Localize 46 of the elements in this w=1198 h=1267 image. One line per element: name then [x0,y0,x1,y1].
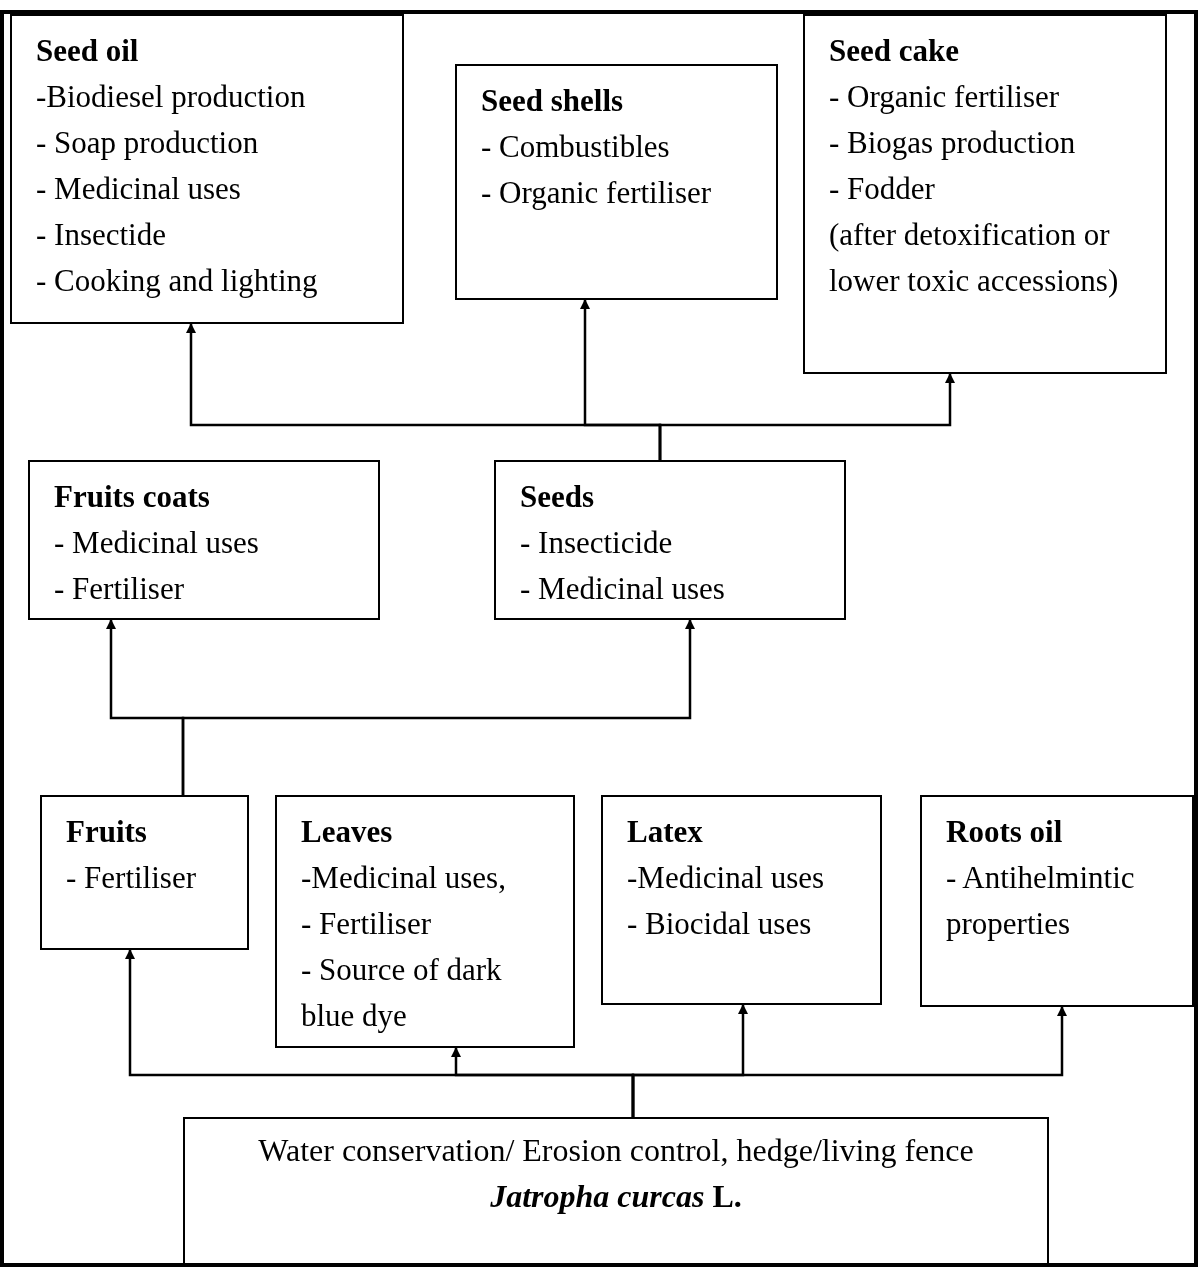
box-text: -Medicinal uses [627,859,826,897]
box-text: - Insectide [36,216,167,254]
arrow [631,1006,1067,1117]
box-text: - Source of dark blue dye [301,951,503,1035]
box-text: -Medicinal uses, [301,859,507,897]
box-heading: Latex [627,813,704,851]
box-heading: Seed shells [481,82,625,120]
box-heading: Seeds [520,478,596,516]
box-text: -Biodiesel production [36,78,307,116]
text-box [455,64,778,300]
box-heading: Leaves [301,813,394,851]
box-text: Water conservation/ Erosion control, hedge/living fence [257,1131,975,1170]
box-text: - Fertiliser [66,859,197,897]
text-box [601,795,882,1005]
box-text: - Organic fertiliser [481,174,713,212]
box-text: Jatropha curcas L. [489,1177,743,1216]
box-text: - Combustibles [481,128,671,166]
box-text: - Insecticide [520,524,674,562]
box-text: - Fertiliser [54,570,185,608]
box-text: - Fertiliser [301,905,432,943]
arrow [181,619,695,795]
box-heading: Fruits coats [54,478,211,516]
box-text: (after detoxification or lower toxic accessions) [829,216,1120,300]
text-box [494,460,846,620]
box-text: - Medicinal uses [520,570,726,608]
text-box [40,795,249,950]
box-text: - Organic fertiliser [829,78,1061,116]
box-heading: Roots oil [946,813,1064,851]
box-text: - Cooking and lighting [36,262,319,300]
box-text: - Antihelmintic properties [946,859,1136,943]
text-box [28,460,380,620]
text-box [183,1117,1049,1265]
text-box [275,795,575,1048]
box-text: - Fodder [829,170,936,208]
text-box [10,14,404,324]
box-text: - Medicinal uses [36,170,242,208]
text-box [803,14,1167,374]
box-text: - Biocidal uses [627,905,813,943]
box-text: - Soap production [36,124,260,162]
box-heading: Fruits [66,813,148,851]
box-text: - Biogas production [829,124,1077,162]
box-heading: Seed cake [829,32,960,70]
box-text: - Medicinal uses [54,524,260,562]
arrow [658,373,955,460]
box-heading: Seed oil [36,32,140,70]
text-box [920,795,1194,1007]
